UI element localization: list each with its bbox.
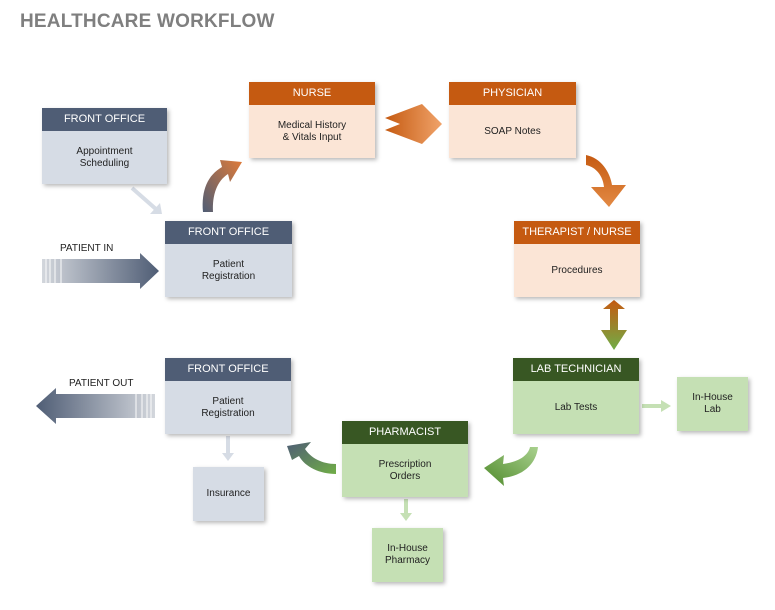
node-role: FRONT OFFICE <box>165 221 292 244</box>
pharmacist-node: PHARMACIST Prescription Orders <box>342 421 468 497</box>
node-task: Medical History & Vitals Input <box>249 105 375 158</box>
patient-out-arrow <box>36 388 155 424</box>
node-role: FRONT OFFICE <box>42 108 167 131</box>
physician-to-therapist-arrow <box>586 155 626 207</box>
therapist-nurse-node: THERAPIST / NURSE Procedures <box>514 221 640 297</box>
node-task: Patient Registration <box>165 244 292 297</box>
node-role: THERAPIST / NURSE <box>514 221 640 244</box>
pharmacy-connector <box>400 499 412 521</box>
node-role: PHYSICIAN <box>449 82 576 105</box>
front-office-registration-out-node: FRONT OFFICE Patient Registration <box>165 358 291 434</box>
lab-technician-node: LAB TECHNICIAN Lab Tests <box>513 358 639 434</box>
lab-to-pharmacist-arrow <box>484 447 538 486</box>
node-role: FRONT OFFICE <box>165 358 291 381</box>
node-role: PHARMACIST <box>342 421 468 444</box>
registration-to-nurse-arrow <box>202 160 242 212</box>
in-house-pharmacy-node: In-House Pharmacy <box>372 528 443 582</box>
insurance-node: Insurance <box>193 467 264 521</box>
nurse-to-physician-arrow <box>385 104 442 144</box>
patient-out-label: PATIENT OUT <box>69 378 134 389</box>
patient-in-arrow <box>42 253 159 289</box>
front-office-appointment-node: FRONT OFFICE Appointment Scheduling <box>42 108 167 184</box>
page-title: HEALTHCARE WORKFLOW <box>20 11 275 32</box>
nurse-node: NURSE Medical History & Vitals Input <box>249 82 375 158</box>
node-task: Lab Tests <box>513 381 639 434</box>
node-task: Patient Registration <box>165 381 291 434</box>
patient-in-label: PATIENT IN <box>60 243 114 254</box>
therapist-to-lab-arrow <box>601 300 627 350</box>
pharmacist-to-front-office-arrow <box>287 442 336 474</box>
node-task: Procedures <box>514 244 640 297</box>
insurance-connector <box>222 436 234 461</box>
in-house-lab-node: In-House Lab <box>677 377 748 431</box>
front-office-registration-in-node: FRONT OFFICE Patient Registration <box>165 221 292 297</box>
node-task: Appointment Scheduling <box>42 131 167 184</box>
node-task: SOAP Notes <box>449 105 576 158</box>
lab-connector <box>642 400 671 412</box>
physician-node: PHYSICIAN SOAP Notes <box>449 82 576 158</box>
node-role: NURSE <box>249 82 375 105</box>
node-task: Prescription Orders <box>342 444 468 497</box>
node-role: LAB TECHNICIAN <box>513 358 639 381</box>
appointment-connector <box>130 186 162 214</box>
